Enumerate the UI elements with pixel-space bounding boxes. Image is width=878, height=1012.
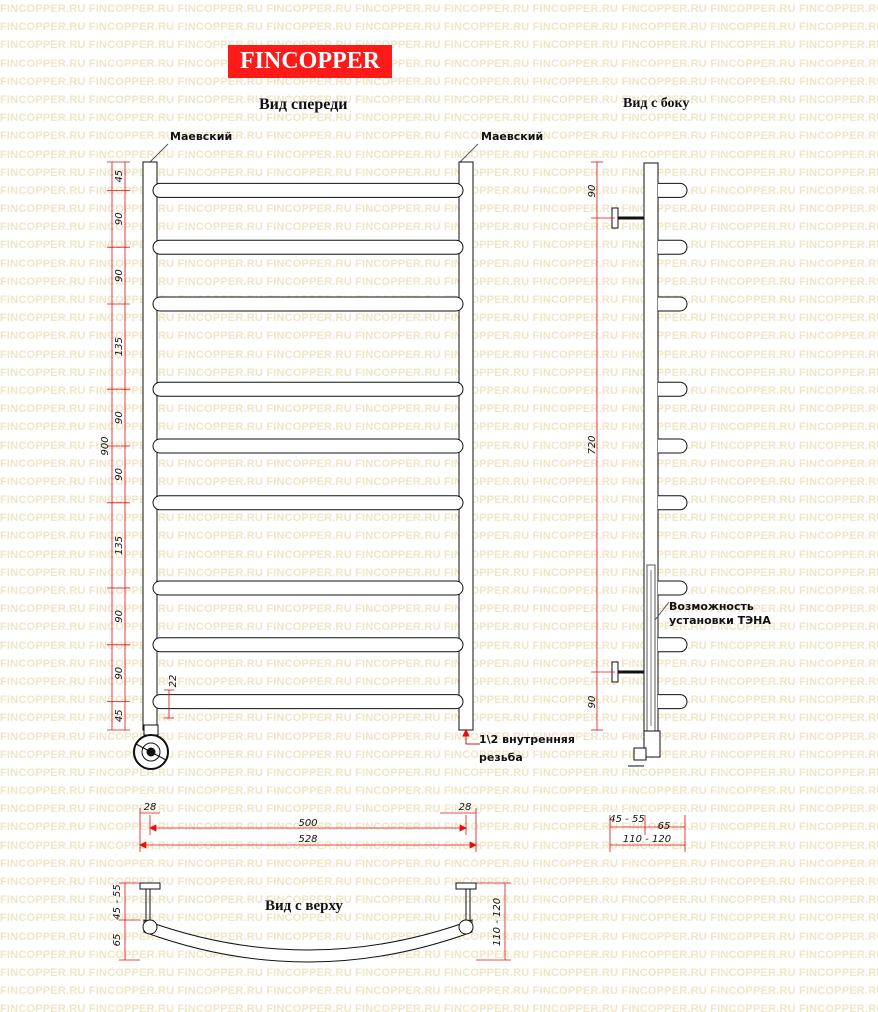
side-view xyxy=(611,162,661,767)
side-dim-total-depth: 110 - 120 xyxy=(623,834,671,845)
dim-segment-label: 90 xyxy=(114,667,125,680)
dim-segment-label: 90 xyxy=(114,212,125,225)
dim-width-500: 500 xyxy=(298,818,317,829)
front-width-dims xyxy=(139,808,477,852)
rung xyxy=(152,239,464,255)
dim-segment-label: 90 xyxy=(114,468,125,481)
dim-total-height-label: 900 xyxy=(100,436,111,455)
front-rungs xyxy=(152,182,464,710)
watermark-row: FINCOPPER.RU FINCOPPER.RU FINCOPPER.RU F… xyxy=(0,39,878,52)
watermark-row: FINCOPPER.RU FINCOPPER.RU FINCOPPER.RU F… xyxy=(0,839,878,852)
dim-22-label: 22 xyxy=(168,675,179,688)
dim-segment-label: 135 xyxy=(114,337,125,356)
heater-label: Возможность xyxy=(669,600,754,613)
watermark-row: FINCOPPER.RU FINCOPPER.RU FINCOPPER.RU F… xyxy=(0,803,878,816)
watermark-row: FINCOPPER.RU FINCOPPER.RU FINCOPPER.RU F… xyxy=(0,75,878,88)
watermark-row: FINCOPPER.RU FINCOPPER.RU FINCOPPER.RU F… xyxy=(0,876,878,888)
side-rung-end xyxy=(658,495,688,511)
mayevsky-right-label: Маевский xyxy=(481,130,544,143)
side-rung-end xyxy=(658,637,688,653)
side-rung-end xyxy=(658,239,688,255)
dim-segment-label: 90 xyxy=(114,610,125,623)
rung xyxy=(152,438,464,454)
dim-segment-label: 135 xyxy=(114,536,125,555)
watermark-row: FINCOPPER.RU FINCOPPER.RU FINCOPPER.RU F… xyxy=(0,21,878,34)
side-dims xyxy=(591,161,686,852)
rung xyxy=(152,381,464,397)
side-rung-end xyxy=(658,381,688,397)
side-rung-end xyxy=(658,694,688,710)
dim-pipe-left: 28 xyxy=(144,802,157,813)
watermark-row: FINCOPPER.RU FINCOPPER.RU FINCOPPER.RU F… xyxy=(0,857,878,870)
dim-22 xyxy=(164,689,174,719)
watermark-row: FINCOPPER.RU FINCOPPER.RU FINCOPPER.RU F… xyxy=(0,148,878,161)
heater-element-front xyxy=(133,724,169,770)
thread-label: 1\2 внутренняя xyxy=(479,733,575,746)
side-rung-end xyxy=(658,182,688,198)
top-dim-depth: 65 xyxy=(112,934,123,947)
side-rung-end xyxy=(658,296,688,312)
mayevsky-left-label: Маевский xyxy=(170,130,233,143)
top-view-title: Вид с верху xyxy=(265,898,343,914)
thread-leader xyxy=(462,728,480,745)
side-rung-end xyxy=(658,438,688,454)
top-dim-wall-gap: 45 - 55 xyxy=(112,884,123,919)
watermark-row: FINCOPPER.RU FINCOPPER.RU FINCOPPER.RU F… xyxy=(0,766,878,779)
brand-logo: FINCOPPER xyxy=(228,45,392,78)
rung xyxy=(152,495,464,511)
dim-pipe-right: 28 xyxy=(459,802,472,813)
watermark-row: FINCOPPER.RU FINCOPPER.RU FINCOPPER.RU F… xyxy=(0,130,878,143)
watermark-row: FINCOPPER.RU FINCOPPER.RU FINCOPPER.RU F… xyxy=(0,57,878,70)
watermark-row: FINCOPPER.RU FINCOPPER.RU FINCOPPER.RU F… xyxy=(0,93,878,106)
heater-label-line2: установки ТЭНА xyxy=(669,614,771,627)
watermark-row: FINCOPPER.RU FINCOPPER.RU FINCOPPER.RU F… xyxy=(0,1003,878,1012)
watermark-row: FINCOPPER.RU FINCOPPER.RU FINCOPPER.RU F… xyxy=(0,785,878,798)
top-view-dims xyxy=(119,882,511,961)
rung xyxy=(152,637,464,653)
rung xyxy=(152,580,464,596)
watermark-row: FINCOPPER.RU FINCOPPER.RU FINCOPPER.RU F… xyxy=(0,912,878,925)
dim-segment-label: 45 xyxy=(114,170,125,183)
side-dim-bottom: 90 xyxy=(587,696,598,709)
watermark-row: FINCOPPER.RU FINCOPPER.RU FINCOPPER.RU F… xyxy=(0,821,878,834)
dim-width-528: 528 xyxy=(298,834,317,845)
dim-segment-label: 90 xyxy=(114,411,125,424)
top-view-body xyxy=(143,919,473,963)
watermark-row: FINCOPPER.RU FINCOPPER.RU FINCOPPER.RU F… xyxy=(0,3,878,15)
side-view-title: Вид с боку xyxy=(623,96,690,111)
watermark-row: FINCOPPER.RU FINCOPPER.RU FINCOPPER.RU F… xyxy=(0,966,878,979)
side-rung-ends xyxy=(658,182,688,710)
left-dimension-chain xyxy=(107,161,130,731)
watermark-row: FINCOPPER.RU FINCOPPER.RU FINCOPPER.RU F… xyxy=(0,985,878,998)
watermark-row: FINCOPPER.RU FINCOPPER.RU FINCOPPER.RU F… xyxy=(0,112,878,125)
front-view-title: Вид спереди xyxy=(259,96,348,113)
side-dim-depth: 65 xyxy=(658,821,671,832)
dim-segment-label: 90 xyxy=(114,269,125,282)
top-view xyxy=(139,882,477,963)
rung xyxy=(152,182,464,198)
watermark-row: FINCOPPER.RU FINCOPPER.RU FINCOPPER.RU F… xyxy=(0,894,878,907)
rung xyxy=(152,296,464,312)
side-dim-wall-gap: 45 - 55 xyxy=(609,814,644,825)
thread-label-line2: резьба xyxy=(479,751,523,764)
side-rung-end xyxy=(658,580,688,596)
side-dim-total: 720 xyxy=(587,435,598,454)
rung xyxy=(152,694,464,710)
side-dim-top: 90 xyxy=(587,185,598,198)
top-dim-total-depth: 110 - 120 xyxy=(492,898,503,946)
dim-segment-label: 45 xyxy=(114,709,125,722)
